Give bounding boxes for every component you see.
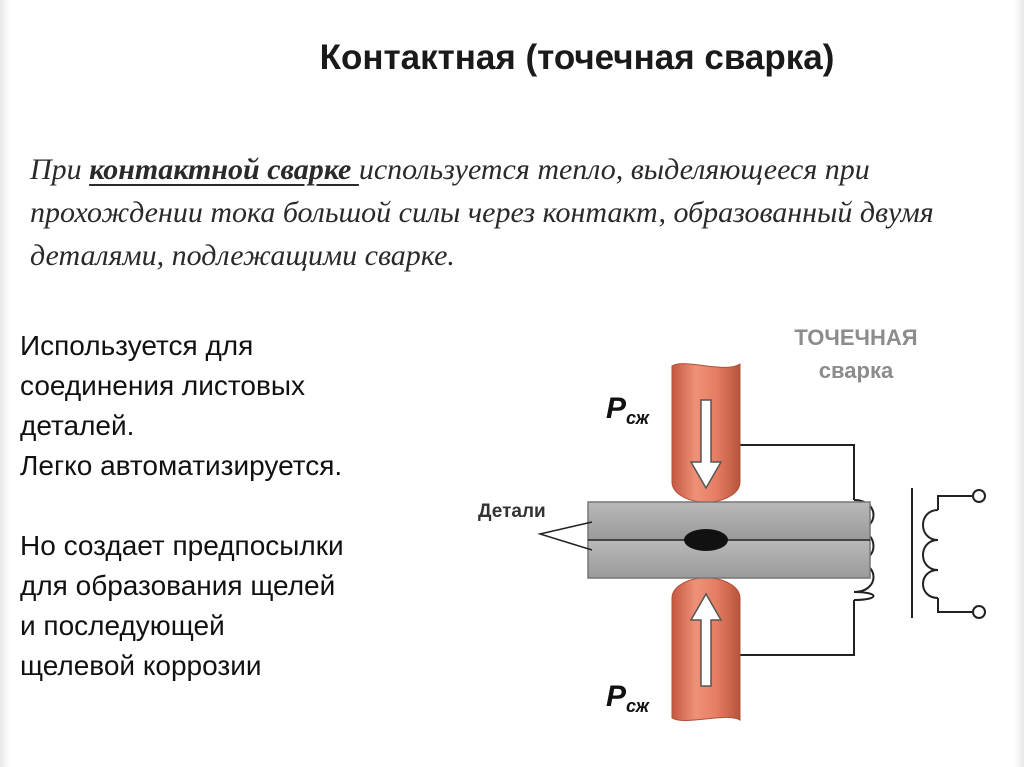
parts-label: Детали	[478, 501, 546, 522]
body-text: Используется для соединения листовых дет…	[20, 326, 440, 686]
usage-line-2: соединения листовых	[20, 370, 305, 401]
terminal-top	[972, 489, 986, 503]
force-letter-top: P	[606, 392, 627, 425]
down-arrow-icon	[689, 399, 723, 490]
upper-plate	[587, 501, 871, 541]
automation-line: Легко автоматизируется.	[20, 450, 343, 481]
terminal-bottom	[972, 605, 986, 619]
drawback-line-1: Но создает предпосылки	[20, 530, 344, 561]
usage-line-1: Используется для	[20, 330, 254, 361]
spot-welding-diagram: ТОЧЕЧНАЯ сварка Детали Pсж	[478, 325, 986, 722]
svg-text:Pсж: Pсж	[606, 392, 651, 428]
svg-text:Pсж: Pсж	[606, 680, 651, 716]
up-arrow-icon	[689, 592, 723, 687]
diagram-heading-line1: ТОЧЕЧНАЯ	[794, 325, 917, 350]
diagram-heading-line2: сварка	[819, 358, 894, 383]
lower-plate	[587, 539, 871, 579]
intro-rest: используется тепло, выделяющееся при про…	[30, 153, 934, 272]
secondary-coil	[922, 509, 939, 599]
drawback-line-4: щелевой коррозии	[20, 650, 262, 681]
wire-top	[740, 444, 855, 500]
force-label-bottom: Pсж	[606, 680, 651, 716]
secondary-lead-top	[937, 495, 972, 510]
intro-term: контактной сварке	[89, 153, 359, 186]
drawback-line-2: для образования щелей	[20, 570, 336, 601]
intro-paragraph: При контактной сварке используется тепло…	[30, 148, 990, 277]
weld-nugget	[684, 529, 728, 551]
parts-pointer	[537, 521, 593, 551]
force-sub-top: сж	[626, 408, 651, 428]
drawback-line-3: и последующей	[20, 610, 225, 641]
force-letter-bottom: P	[606, 680, 627, 713]
slide-right-edge	[1014, 0, 1024, 767]
usage-line-3: деталей.	[20, 410, 135, 441]
force-label-top: Pсж	[606, 392, 651, 428]
force-sub-bottom: сж	[626, 696, 651, 716]
intro-prefix: При	[30, 153, 90, 186]
secondary-lead-bottom	[937, 598, 972, 613]
slide-title: Контактная (точечная сварка)	[319, 38, 835, 77]
wire-bottom	[740, 600, 855, 656]
slide-left-edge	[0, 0, 10, 767]
paragraph-gap	[20, 486, 440, 526]
